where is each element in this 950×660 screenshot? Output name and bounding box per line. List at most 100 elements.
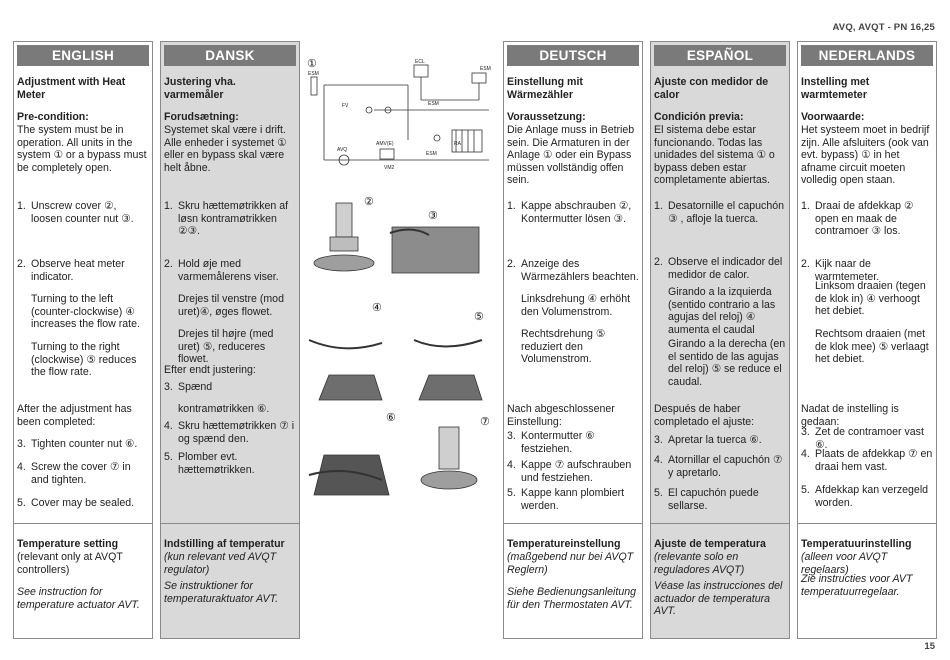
english-temp-note: See instruction for temperature actuator… (17, 586, 140, 611)
english-heading: ENGLISH (17, 45, 149, 66)
english-precondition-text: The system must be in operation. All uni… (17, 124, 147, 174)
callout-7: ⑦ (480, 416, 490, 428)
label-amv: AMV(E) (376, 141, 394, 147)
nederlands-temp-sub: (alleen voor AVQT regelaars) (801, 551, 888, 576)
divider (651, 523, 789, 524)
step-text: Spænd (178, 381, 213, 393)
step-number: 1. (164, 200, 173, 212)
step-number: 4. (801, 448, 810, 460)
callout-3: ③ (428, 210, 438, 222)
step-text: Zet de contramoer vast ⑥. (815, 426, 924, 451)
deutsch-step-2-right: Rechtsdrehung ⑤ reduziert den Volumenstr… (521, 328, 606, 366)
step-text: Observe heat meter indicator. (31, 258, 125, 283)
label-ecl: ECL (415, 59, 425, 65)
step-text: Kappe kann plombiert werden. (521, 487, 625, 512)
divider (14, 523, 152, 524)
espanol-step-3: 3.Apretar la tuerca ⑥. (654, 434, 786, 447)
step-number: 3. (654, 434, 663, 446)
nederlands-step-4: 4.Plaats de afdekkap ⑦ en draai hem vast… (801, 448, 933, 473)
step-number: 3. (17, 438, 26, 450)
espanol-after-title: Después de haber completado el ajuste: (654, 403, 755, 428)
step-number: 4. (507, 459, 516, 471)
english-step-1: 1.Unscrew cover ②, loosen counter nut ③. (17, 200, 149, 225)
label-esm-top: ESM (480, 66, 491, 72)
page-number: 15 (924, 641, 935, 652)
dansk-precondition-title: Forudsætning: (164, 111, 239, 123)
label-esm-mid: ESM (428, 101, 439, 107)
label-esm-bottom: ESM (426, 151, 437, 157)
dansk-step-4: 4.Skru hættemøtrikken ⑦ i og spænd den. (164, 420, 296, 445)
nederlands-step-5: 5.Afdekkap kan verzegeld worden. (801, 484, 933, 509)
nederlands-step-2-left: Linksom draaien (tegen de klok in) ④ ver… (815, 280, 926, 318)
nederlands-temp-note: Zie instructies voor AVT temperatuurrege… (801, 573, 913, 598)
deutsch-heading: DEUTSCH (507, 45, 639, 66)
deutsch-after-title: Nach abgeschlossener Einstellung: (507, 403, 615, 428)
step-number: 5. (801, 484, 810, 496)
espanol-step-2-left: Girando a la izquierda (sentido contrari… (668, 286, 776, 336)
dansk-column: DANSK Justering vha. varmemåler Forudsæt… (160, 41, 300, 639)
english-step-2-right: Turning to the right (clockwise) ⑤ reduc… (31, 341, 137, 379)
deutsch-temp-sub: (maßgebend nur bei AVQT Reglern) (507, 551, 634, 576)
nederlands-step-3: 3. Zet de contramoer vast ⑥. (801, 426, 933, 451)
english-step-3: 3. Tighten counter nut ⑥. (17, 438, 149, 451)
step-text: Atornillar el capuchón ⑦ y apretarlo. (668, 454, 783, 479)
step-number: 3. (801, 426, 810, 438)
deutsch-step-1: 1. Kappe abschrauben ②, Kontermutter löse… (507, 200, 639, 225)
english-after-title: After the adjustment has been completed: (17, 403, 132, 428)
step-number: 4. (17, 461, 26, 473)
nederlands-after-title: Nadat de instelling is gedaan: (801, 403, 899, 428)
radiator (451, 129, 483, 153)
english-temp-sub: (relevant only at AVQT controllers) (17, 551, 123, 576)
nederlands-precondition-text: Het systeem moet in bedrijf zijn. Alle a… (801, 124, 930, 187)
step-number: 1. (507, 200, 516, 212)
espanol-heading: ESPAÑOL (654, 45, 786, 66)
callout-5: ⑤ (474, 311, 484, 323)
espanol-step-4: 4.Atornillar el capuchón ⑦ y apretarlo. (654, 454, 786, 479)
step-number: 4. (164, 420, 173, 432)
dansk-step-5: 5.Plomber evt. hættemøtrikken. (164, 451, 296, 476)
nederlands-step-2-right: Rechtsom draaien (met de klok mee) ⑤ ver… (815, 328, 929, 366)
valve-fv (365, 106, 373, 114)
deutsch-column: DEUTSCH Einstellung mit Wärmezähler Vora… (503, 41, 643, 639)
step-number: 1. (17, 200, 26, 212)
callout-1: ① (307, 58, 317, 70)
espanol-step-2: 2.Observe el indicador del medidor de ca… (654, 256, 786, 281)
espanol-step-5: 5.El capuchón puede sellarse. (654, 487, 786, 512)
dansk-step-2-right: Drejes til højre (med uret) ⑤, reduceres… (178, 328, 274, 366)
esm-sensor-box (471, 72, 487, 84)
dansk-precondition-text: Systemet skal være i drift. Alle enheder… (164, 124, 287, 174)
english-column: ENGLISH Adjustment with Heat Meter Pre-c… (13, 41, 153, 639)
step-number: 3. (164, 381, 173, 393)
espanol-section-title: Ajuste con medidor de calor (654, 76, 769, 101)
espanol-step-2-right: Girando a la derecha (en el sentido de l… (668, 338, 786, 388)
nederlands-section-title: Instelling met warmtemeter (801, 76, 870, 101)
step-text: Skru hættemøtrikken af løsn kontramøtrik… (178, 200, 289, 238)
espanol-temp-sub: (relevante solo en reguladores AVQT) (654, 551, 745, 576)
deutsch-step-2-left: Linksdrehung ④ erhöht den Volumenstrom. (521, 293, 631, 318)
english-step-4: 4. Screw the cover ⑦ in and tighten. (17, 461, 149, 486)
espanol-precondition-title: Condición previa: (654, 111, 744, 123)
english-step-2-left: Turning to the left (counter-clockwise) … (31, 293, 140, 331)
english-precondition-title: Pre-condition: (17, 111, 89, 123)
step-text: Kontermutter ⑥ festziehen. (521, 430, 595, 455)
label-ra: RA (454, 141, 462, 147)
dansk-step-2: 2.Hold øje med varmemålerens viser. (164, 258, 296, 283)
label-fv: FV (342, 103, 349, 109)
pump-icon (384, 106, 392, 114)
deutsch-precondition-text: Die Anlage muss in Betrieb sein. Die Arm… (507, 124, 635, 187)
step-text: Desatornille el capuchón ③ , afloje la t… (668, 200, 785, 225)
dansk-step-3: 3. Spænd (164, 381, 296, 394)
step-text: Observe el indicador del medidor de calo… (668, 256, 783, 281)
avq-valve (338, 154, 350, 166)
callout-4: ④ (372, 302, 382, 314)
step-number: 5. (17, 497, 26, 509)
dansk-step-2-left: Drejes til venstre (mod uret)④, øges flo… (178, 293, 284, 318)
step-text: Tighten counter nut ⑥. (31, 438, 138, 450)
step-number: 2. (801, 258, 810, 270)
nederlands-temp-title: Temperatuurinstelling (801, 538, 912, 550)
pipe-flange (310, 76, 318, 96)
step-text: Kappe abschrauben ②, Kontermutter lösen … (521, 200, 632, 225)
step-text: Screw the cover ⑦ in and tighten. (31, 461, 131, 486)
english-temp-title: Temperature setting (17, 538, 119, 550)
step-text: Anzeige des Wärmezählers beachten. (521, 258, 639, 283)
